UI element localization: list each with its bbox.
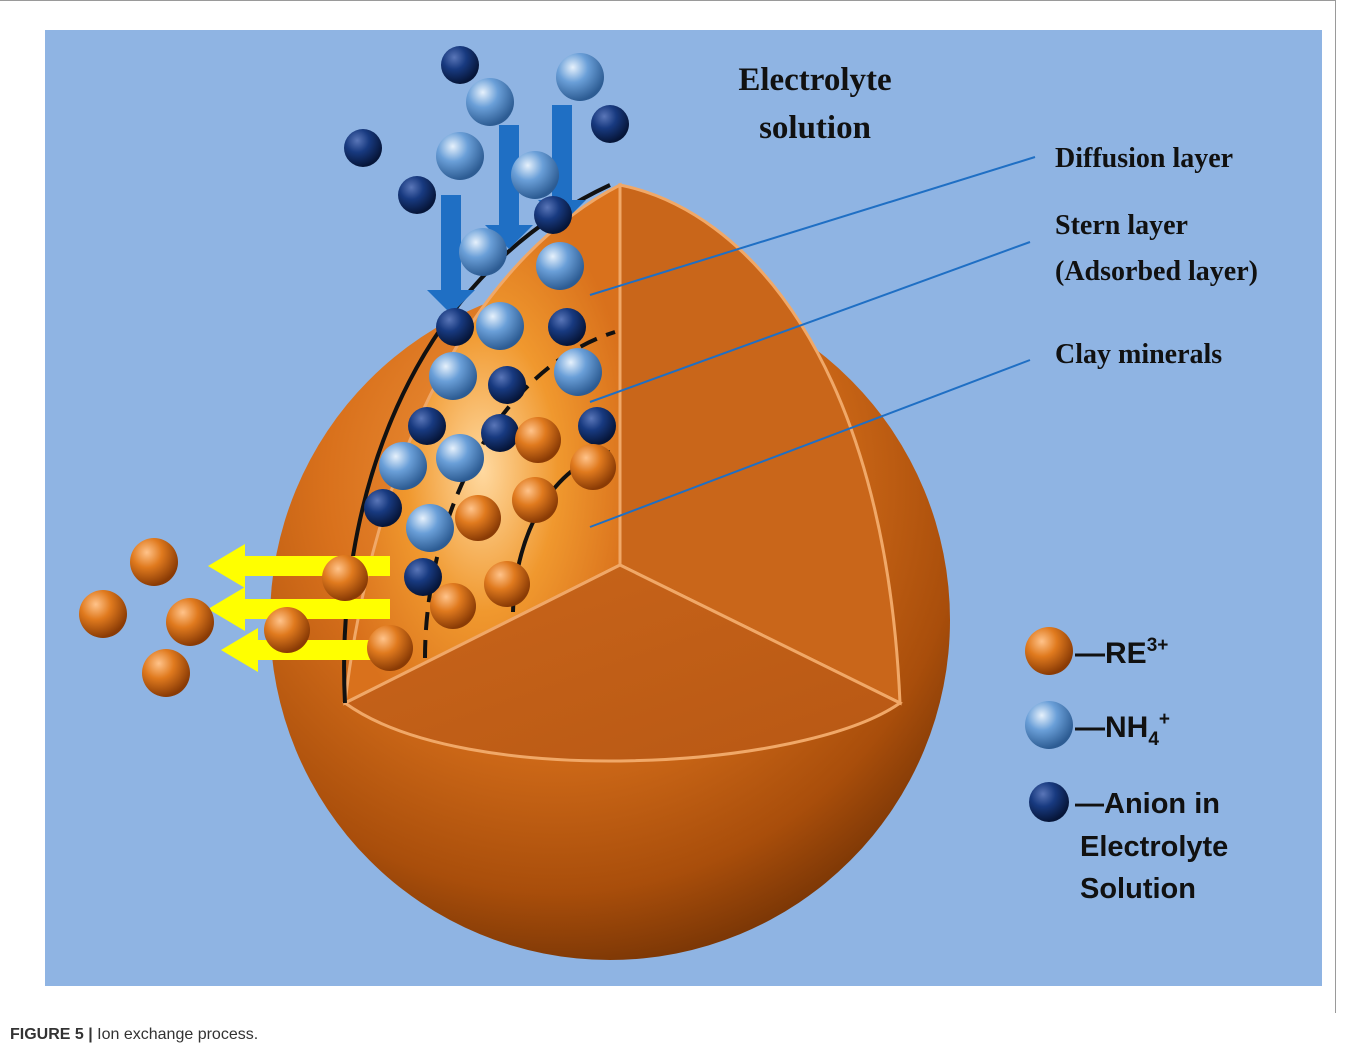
- re-ion-sphere-icon: [1025, 627, 1073, 675]
- re-ion-particle: [367, 625, 413, 671]
- anion-particle: [534, 196, 572, 234]
- legend-anion-label-line1: —Anion in: [1075, 788, 1220, 820]
- nh4-ion-particle: [511, 151, 559, 199]
- clay-minerals-label: Clay minerals: [1055, 339, 1222, 370]
- ion-exchange-diagram: Electrolyte solution Diffusion layer Ste…: [79, 46, 1258, 960]
- re-ion-particle: [484, 561, 530, 607]
- legend-re-label: —RE3+: [1075, 635, 1168, 670]
- anion-particle: [578, 407, 616, 445]
- legend-nh4-label: —NH4+: [1075, 709, 1170, 750]
- stern-layer-label: Stern layer: [1055, 210, 1188, 241]
- down-arrow-icon: [427, 195, 475, 314]
- anion-particle: [441, 46, 479, 84]
- diffusion-layer-label: Diffusion layer: [1055, 143, 1233, 174]
- re-ion-particle: [515, 417, 561, 463]
- anion-particle: [436, 308, 474, 346]
- figure-frame: [0, 0, 1336, 1013]
- leader-lines: [589, 156, 1036, 528]
- figure-caption: FIGURE 5 | Ion exchange process.: [10, 1026, 258, 1044]
- ion-exchange-figure: Electrolyte solution Diffusion layer Ste…: [45, 30, 1322, 986]
- electrolyte-title-line2: solution: [759, 110, 871, 146]
- nh4-ion-sphere-icon: [1025, 701, 1073, 749]
- inward-arrows: [427, 105, 586, 314]
- left-arrow-icon: [221, 628, 390, 672]
- anion-particle: [488, 366, 526, 404]
- re-ion-particle: [322, 555, 368, 601]
- anion-particle: [408, 407, 446, 445]
- anion-sphere-icon: [1029, 782, 1069, 822]
- adsorbed-layer-label: (Adsorbed layer): [1055, 256, 1258, 287]
- nh4-ion-particle: [436, 434, 484, 482]
- nh4-ion-particle: [554, 348, 602, 396]
- anion-particle: [548, 308, 586, 346]
- legend-anion-label-line2: Electrolyte: [1080, 831, 1228, 863]
- nh4-ion-particle: [459, 228, 507, 276]
- anion-particle: [404, 558, 442, 596]
- re-ion-particle: [142, 649, 190, 697]
- nh4-ion-particle: [556, 53, 604, 101]
- nh4-ion-particle: [536, 242, 584, 290]
- electrolyte-title-line1: Electrolyte: [738, 62, 891, 98]
- nh4-ion-particle: [406, 504, 454, 552]
- anion-particle: [398, 176, 436, 214]
- legend: —RE3+ —NH4+ —Anion in Electrolyte Soluti…: [1025, 627, 1228, 905]
- anion-particle: [344, 129, 382, 167]
- caption-label: FIGURE 5 |: [10, 1026, 93, 1043]
- re-ion-particle: [455, 495, 501, 541]
- left-arrow-icon: [208, 544, 390, 588]
- ion-particles: [79, 46, 629, 697]
- nh4-ion-particle: [466, 78, 514, 126]
- down-arrow-icon: [485, 125, 533, 249]
- nh4-ion-particle: [429, 352, 477, 400]
- nh4-ion-particle: [379, 442, 427, 490]
- re-ion-particle: [130, 538, 178, 586]
- anion-particle: [364, 489, 402, 527]
- legend-anion-label-line3: Solution: [1080, 873, 1196, 905]
- nh4-ion-particle: [476, 302, 524, 350]
- re-ion-particle: [512, 477, 558, 523]
- re-ion-particle: [430, 583, 476, 629]
- anion-particle: [481, 414, 519, 452]
- re-ion-particle: [570, 444, 616, 490]
- anion-particle: [591, 105, 629, 143]
- outward-arrows: [208, 544, 390, 672]
- caption-text: Ion exchange process.: [92, 1026, 259, 1043]
- diffusion-boundary-curve: [342, 183, 611, 704]
- nh4-ion-particle: [436, 132, 484, 180]
- re-ion-particle: [79, 590, 127, 638]
- cutaway-section: [342, 182, 903, 763]
- re-ion-particle: [264, 607, 310, 653]
- down-arrow-icon: [538, 105, 586, 224]
- re-ion-particle: [166, 598, 214, 646]
- left-arrow-icon: [208, 587, 390, 631]
